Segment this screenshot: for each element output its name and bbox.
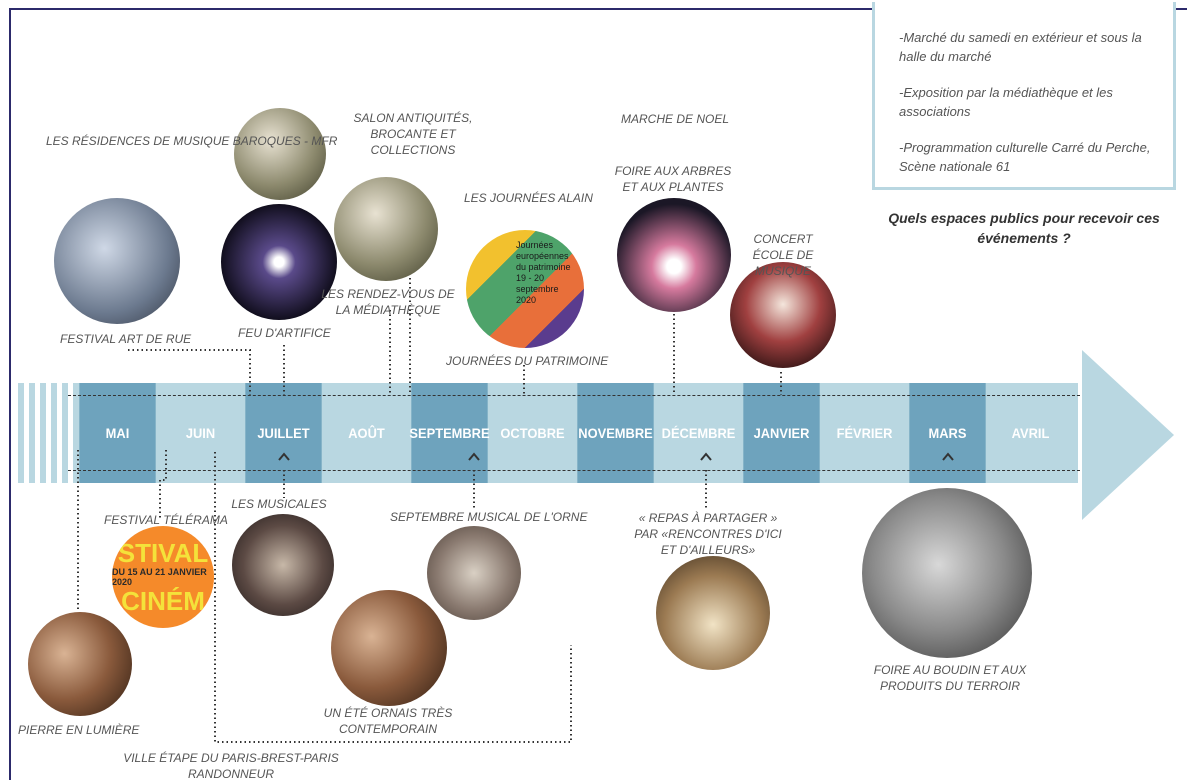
- timeline-stripes: [18, 383, 76, 483]
- info-box: -Marché du samedi en extérieur et sous l…: [872, 2, 1176, 190]
- question-text: Quels espaces publics pour recevoir ces …: [888, 210, 1160, 246]
- timeline-arrow-head: [1082, 350, 1174, 520]
- month-mai: MAI: [79, 383, 156, 483]
- info-item-programmation: -Programmation culturelle Carré du Perch…: [899, 140, 1151, 174]
- photo-pierre-lumiere: [28, 612, 132, 716]
- label-feu-artifice: FEU D'ARTIFICE: [238, 326, 331, 340]
- photo-feu-artifice: [221, 204, 337, 320]
- label-septembre-musical: SEPTEMBRE MUSICAL DE L'ORNE: [390, 510, 588, 524]
- month-decembre: DÉCEMBRE: [661, 425, 736, 441]
- info-item-exposition: -Exposition par la médiathèque et les as…: [899, 85, 1113, 119]
- poster-cine-dates: DU 15 AU 21 JANVIER 2020: [112, 567, 207, 587]
- label-concert: CONCERT ÉCOLE DE MUSIQUE: [752, 232, 814, 278]
- frame-border: [9, 8, 1187, 780]
- poster-cine-line2: CINÉM: [121, 586, 205, 616]
- photo-festival-art-rue: [54, 198, 180, 324]
- photo-foire-arbres: [617, 198, 731, 312]
- month-octobre: OCTOBRE: [500, 425, 565, 441]
- poster-patrimoine: Journées européennes du patrimoine 19 - …: [466, 230, 584, 348]
- label-pierre: PIERRE EN LUMIÈRE: [18, 723, 140, 737]
- photo-repas: [656, 556, 770, 670]
- label-ville-etape: VILLE ÉTAPE DU PARIS-BREST-PARIS RANDONN…: [123, 751, 339, 781]
- label-festival-art-rue: FESTIVAL ART DE RUE: [60, 332, 192, 346]
- photo-residences: [234, 108, 326, 200]
- month-juin: JUIN: [185, 425, 216, 441]
- dashed-line-bottom: [68, 470, 1080, 471]
- month-aout: AOÛT: [348, 425, 385, 441]
- month-avril: AVRIL: [1011, 425, 1050, 441]
- dashed-line-top: [68, 395, 1080, 396]
- label-journees-patrimoine: JOURNÉES DU PATRIMOINE: [446, 354, 609, 368]
- photo-ete-ornais: [331, 590, 447, 706]
- label-musicales: LES MUSICALES: [231, 497, 327, 511]
- poster-patrimoine-text: Journées européennes du patrimoine 19 - …: [516, 240, 571, 305]
- month-mars: MARS: [909, 383, 986, 483]
- poster-cine-line1: STIVAL: [117, 538, 209, 568]
- info-item-marche: -Marché du samedi en extérieur et sous l…: [899, 30, 1142, 64]
- label-foire-boudin: FOIRE AU BOUDIN ET AUX PRODUITS DU TERRO…: [873, 663, 1027, 693]
- photo-foire-boudin: [862, 488, 1032, 658]
- month-septembre: SEPTEMBRE: [409, 383, 490, 483]
- label-foire-arbres: FOIRE AUX ARBRES ET AUX PLANTES: [614, 164, 732, 194]
- label-salon: SALON ANTIQUITÉS, BROCANTE ET COLLECTION…: [353, 111, 473, 157]
- month-juillet: JUILLET: [245, 383, 322, 483]
- label-marche-noel: MARCHE DE NOEL: [621, 112, 730, 126]
- label-rendez-vous: LES RENDEZ-VOUS DE LA MÉDIATHÈQUE: [321, 287, 455, 317]
- label-festival-telerama: FESTIVAL TÉLÉRAMA: [104, 513, 228, 527]
- month-fevrier: FÉVRIER: [836, 425, 893, 441]
- photo-concert: [730, 262, 836, 368]
- label-journees-alain: LES JOURNÉES ALAIN: [464, 191, 593, 205]
- month-janvier: JANVIER: [743, 383, 820, 483]
- label-residences: LES RÉSIDENCES DE MUSIQUE BAROQUES - MFR: [46, 134, 338, 148]
- label-repas: « REPAS À PARTAGER » PAR «RENCONTRES D'I…: [634, 511, 782, 557]
- poster-festival-telerama: STIVAL DU 15 AU 21 JANVIER 2020 CINÉM: [112, 526, 214, 628]
- label-ete-ornais: UN ÉTÉ ORNAIS TRÈS CONTEMPORAIN: [323, 706, 453, 736]
- photo-salon: [334, 177, 438, 281]
- photo-septembre-musical: [427, 526, 521, 620]
- month-novembre: NOVEMBRE: [577, 383, 654, 483]
- photo-musicales: [232, 514, 334, 616]
